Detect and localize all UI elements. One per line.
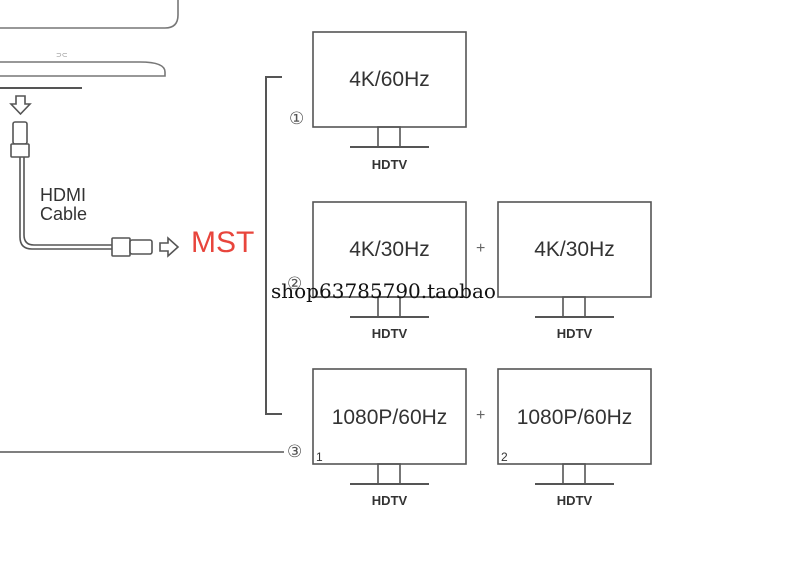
source-device [0,0,179,89]
hdmi-plug-horizontal [111,237,153,257]
cable-label-line1: HDMI [40,185,86,205]
cable-label-line2: Cable [40,203,88,224]
hdtv-label-option3-a: HDTV [371,493,408,508]
mst-label: MST [191,226,255,259]
monitor-option3-b [497,368,652,485]
monitor-index-1: 1 [316,450,323,464]
hdtv-label-option1: HDTV [371,157,408,172]
monitor-stand [562,463,586,485]
monitor-resolution-option3-a: 1080P/60Hz [331,406,448,429]
monitor-option2-b [497,201,652,318]
hdmi-plug-vertical [10,121,30,158]
monitor-resolution-option1: 4K/60Hz [349,68,430,91]
option-marker-1: ① [289,109,305,129]
monitor-stand [562,296,586,318]
monitor-option1 [312,31,467,148]
hdmi-cable-outer [19,157,112,250]
down-arrow-icon [9,95,32,116]
monitor-resolution-option3-b: 1080P/60Hz [516,406,633,429]
shop-watermark: shop63785790.taobao [271,279,496,303]
monitor-option2-a [312,201,467,318]
monitor-index-2: 2 [501,450,508,464]
device-outline-bottom [0,61,166,77]
hdmi-cable-inner [23,157,112,246]
hdmi-port-icon: ⊃⊂ [56,51,68,59]
hdtv-label-option2-b: HDTV [556,326,593,341]
option-marker-3: ③ [287,442,303,462]
options-bracket [265,76,282,415]
option-marker-2: ② [287,274,303,294]
hdtv-label-option2-a: HDTV [371,326,408,341]
monitor-stand [377,463,401,485]
device-outline-top [0,0,179,29]
monitor-resolution-option2-b: 4K/30Hz [534,238,615,261]
hdtv-label-option3-b: HDTV [556,493,593,508]
cable-label: HDMI Cable [40,186,87,224]
plus-sign-option3: + [476,407,486,424]
monitor-resolution-option2-a: 4K/30Hz [349,238,430,261]
monitor-option3-a [312,368,467,485]
monitor-stand [377,126,401,148]
right-arrow-icon [159,236,180,258]
plus-sign-option2: + [476,240,486,257]
